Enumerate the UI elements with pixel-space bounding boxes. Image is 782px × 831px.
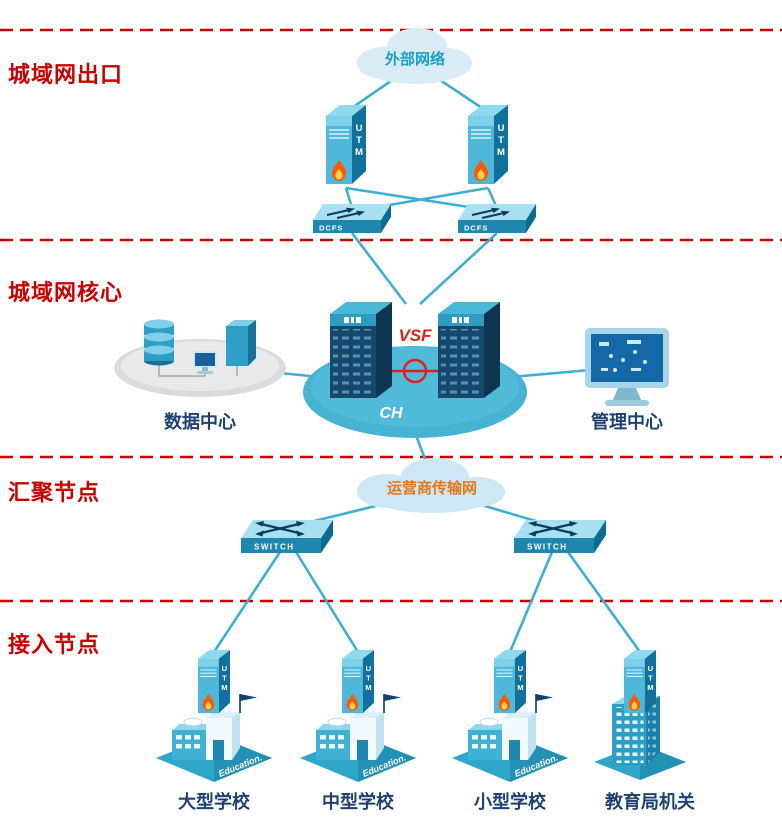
dcfs-switch-left — [312, 203, 392, 234]
dcfs-switch-right — [457, 203, 537, 234]
section-label-access: 接入节点 — [8, 632, 100, 657]
access-label-large-school: 大型学校 — [178, 791, 251, 812]
utm-firewall-exit-right — [467, 104, 509, 185]
monitor-stand — [613, 388, 641, 400]
utm-access-4 — [623, 649, 657, 714]
access-label-education-bureau: 教育局机关 — [605, 791, 695, 812]
data-center-node — [114, 319, 286, 397]
utm-access-1 — [197, 649, 231, 714]
carrier-network-cloud: 运营商传输网 — [357, 458, 505, 513]
section-dividers — [0, 28, 782, 603]
core-chassis-label: CH — [379, 405, 403, 422]
section-label-aggregation: 汇聚节点 — [8, 480, 100, 505]
section-label-exit: 城域网出口 — [8, 62, 123, 87]
link-line — [350, 232, 408, 305]
utm-access-2 — [341, 649, 375, 714]
agg-switch-left — [239, 518, 335, 555]
link-line — [212, 551, 282, 653]
data-center-label: 数据中心 — [164, 411, 236, 432]
connection-links — [212, 74, 642, 653]
access-label-medium-school: 中型学校 — [322, 791, 395, 812]
link-line — [294, 551, 360, 653]
link-line — [433, 74, 489, 114]
database-icon — [144, 319, 174, 366]
external-network-label: 外部网络 — [384, 50, 445, 68]
management-center-label: 管理中心 — [591, 411, 663, 432]
server-tower-icon — [226, 320, 256, 366]
management-center-node — [585, 328, 669, 406]
link-line — [566, 551, 642, 653]
section-label-core: 城域网核心 — [8, 280, 123, 305]
carrier-network-label: 运营商传输网 — [387, 479, 477, 497]
workstation-icon — [193, 351, 217, 374]
agg-switch-right — [512, 518, 608, 555]
core-chassis-right — [438, 302, 500, 398]
vsf-label: VSF — [398, 326, 432, 345]
core-chassis-left — [330, 302, 392, 398]
link-line — [419, 232, 498, 305]
screen-graphics — [599, 340, 647, 372]
utm-firewall-exit-left — [325, 104, 367, 185]
link-line — [508, 551, 554, 653]
access-label-small-school: 小型学校 — [474, 791, 547, 812]
core-cluster: VSF CH — [303, 302, 527, 438]
monitor-base — [605, 400, 649, 406]
utm-access-3 — [493, 649, 527, 714]
external-network-cloud: 外部网络 — [357, 28, 472, 84]
